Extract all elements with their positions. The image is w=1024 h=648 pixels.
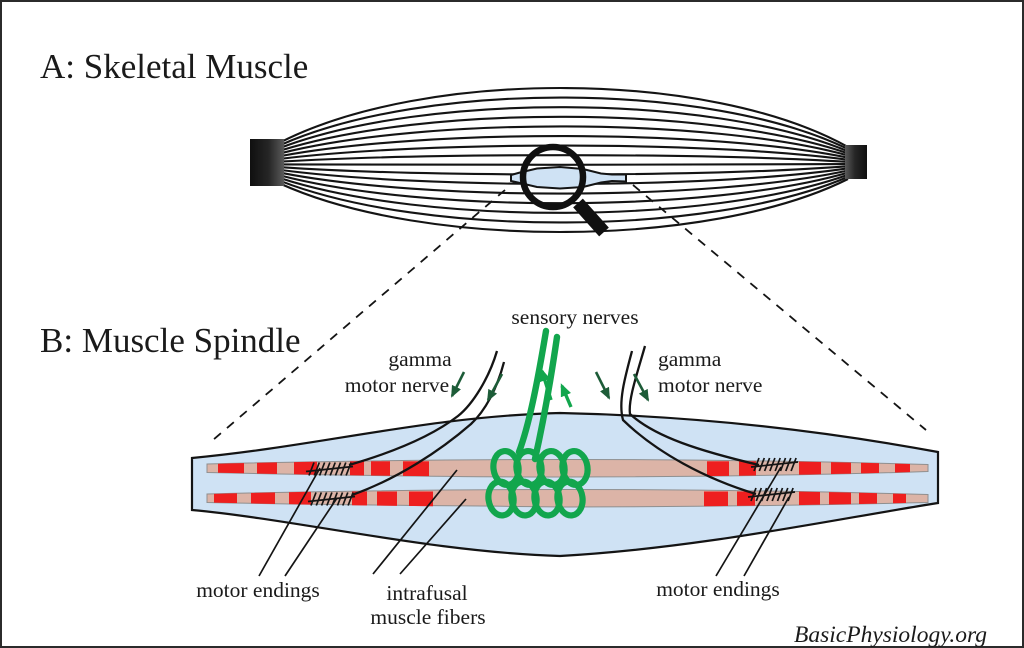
muscle-fiber-line <box>280 169 849 195</box>
sensory-coil-loop <box>554 478 586 519</box>
striation-segment <box>739 461 756 477</box>
tendon-left <box>250 139 284 186</box>
gamma-nerve-left-upper <box>348 350 499 467</box>
leader-intrafusal-1 <box>372 469 458 575</box>
watermark: BasicPhysiology.org <box>794 622 987 648</box>
motor-ending-hatch <box>750 457 799 472</box>
striation-segment <box>799 491 820 507</box>
muscle-fiber-line <box>280 154 849 163</box>
muscle-fiber-line <box>280 125 849 157</box>
efferent-down-arrow-icon <box>594 371 611 400</box>
leader-motor-endings-right-1 <box>715 466 782 577</box>
muscle-fiber-line <box>280 175 849 224</box>
striation-segment <box>704 491 728 507</box>
muscle-fiber-line <box>280 86 849 148</box>
striation-segment <box>861 461 879 477</box>
label-gamma-left-line2: motor nerve <box>345 373 449 397</box>
muscle-fiber-line <box>280 96 849 151</box>
afferent-up-arrow-icon <box>560 383 573 408</box>
muscle-fiber-line <box>280 106 849 153</box>
efferent-down-arrow-icon <box>486 373 504 402</box>
afferent-up-arrow-icon <box>539 368 553 401</box>
striation-segment <box>859 491 877 507</box>
gamma-nerve-right-lower <box>620 350 757 496</box>
striation-segment <box>352 491 367 507</box>
label-intrafusal-line2: muscle fibers <box>370 605 485 629</box>
magnifying-glass-icon <box>519 143 609 237</box>
skeletal-muscle-fibers <box>280 86 849 234</box>
striation-segment <box>257 461 277 477</box>
label-gamma-right-line1: gamma <box>658 347 722 371</box>
gamma-nerve-right-upper <box>628 345 760 467</box>
striation-segment <box>409 491 433 507</box>
striation-segment <box>251 491 275 507</box>
label-motor-endings-left: motor endings <box>196 578 320 602</box>
label-sensory-nerves: sensory nerves <box>511 305 638 329</box>
striation-segment <box>831 461 851 477</box>
label-intrafusal-line1: intrafusal <box>386 581 467 605</box>
striation-segment <box>799 461 821 477</box>
efferent-down-arrow-icon <box>632 373 650 402</box>
striation-segment <box>829 491 851 507</box>
label-motor-endings-right: motor endings <box>656 577 780 601</box>
striation-segment <box>377 491 397 507</box>
striation-segment <box>294 461 317 477</box>
leader-motor-endings-left-1 <box>258 467 321 577</box>
striation-segment <box>218 461 244 477</box>
striation-segment <box>371 461 390 477</box>
leader-motor-endings-right-2 <box>743 496 790 577</box>
sensory-nerve-stem-1 <box>515 327 550 456</box>
efferent-down-arrow-icon <box>450 371 466 398</box>
panel-b-title: B: Muscle Spindle <box>40 321 301 360</box>
muscle-fiber-line <box>280 178 849 234</box>
sensory-nerve-stem-2 <box>531 333 561 463</box>
muscle-fiber-line <box>280 134 849 159</box>
striation-segment <box>737 491 755 507</box>
leader-motor-endings-left-2 <box>284 497 338 577</box>
striation-segment <box>893 491 906 507</box>
panel-a-title: A: Skeletal Muscle <box>40 47 308 86</box>
striation-segment <box>214 491 237 507</box>
striation-segment <box>350 461 364 477</box>
striation-segment <box>707 461 729 477</box>
striation-segment <box>403 461 429 477</box>
label-gamma-right-line2: motor nerve <box>658 373 762 397</box>
annulospiral-sensory-coils <box>485 447 591 519</box>
leader-intrafusal-2 <box>399 498 467 575</box>
muscle-fiber-line <box>280 173 849 214</box>
motor-ending-hatches <box>305 457 799 506</box>
label-gamma-left-line1: gamma <box>388 347 452 371</box>
muscle-fiber-line <box>280 115 849 155</box>
muscle-fiber-line <box>280 163 849 166</box>
zoom-connector-right <box>632 184 927 431</box>
zoom-connector-left <box>212 189 506 441</box>
muscle-spindle-inset <box>510 165 627 190</box>
muscle-fiber-line <box>280 144 849 161</box>
tendon-right <box>845 145 867 179</box>
